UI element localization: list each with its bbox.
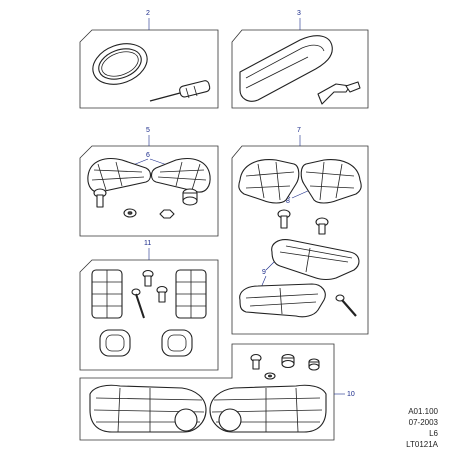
ref-code: A01.100	[408, 407, 438, 416]
ring-guard-right	[161, 329, 193, 357]
screw-7a	[277, 209, 291, 229]
screw-5	[93, 188, 107, 208]
headlamp-guard-left	[89, 384, 207, 433]
grommet-5	[182, 188, 198, 206]
panel-3: 3	[231, 10, 369, 109]
panel-2: 2	[79, 10, 219, 109]
callout-10: 10	[347, 391, 355, 398]
callout-7: 7	[297, 127, 301, 134]
seal-ring	[92, 43, 148, 85]
callout-3: 3	[297, 10, 301, 17]
panel-7-frame	[231, 145, 369, 335]
grille-frame-left	[238, 159, 300, 204]
long-bolt-11	[131, 288, 145, 319]
panel-10-frame	[79, 343, 335, 441]
callout-5: 5	[146, 127, 150, 134]
callout-2: 2	[146, 10, 150, 17]
ref-illustration-id: LT0121A	[406, 440, 438, 449]
panel-11: 11	[79, 240, 219, 371]
bolt-11b	[156, 285, 168, 303]
bezel-upper	[271, 239, 360, 281]
callout-11: 11	[144, 240, 151, 247]
screw-7b	[315, 217, 329, 235]
nut-5	[159, 209, 175, 219]
panel-2-frame	[79, 29, 219, 109]
bolt-7	[335, 294, 357, 317]
callout-9: 9	[262, 269, 266, 276]
panel-5: 5 6	[79, 127, 219, 237]
panel-10: 10	[79, 343, 355, 441]
screwdriver	[149, 80, 211, 102]
screw-10	[250, 353, 262, 370]
lamp-guard-left	[91, 269, 123, 319]
reference-block: A01.100 07-2003 L6 LT0121A	[406, 406, 438, 450]
grille-right	[150, 158, 211, 193]
ref-date: 07-2003	[408, 418, 438, 427]
light-cover	[239, 35, 333, 102]
bolt-11a	[142, 269, 154, 287]
panel-3-frame	[231, 29, 369, 109]
grommet-10b	[308, 358, 320, 371]
lamp-guard-right	[175, 269, 207, 319]
callout-6: 6	[146, 152, 150, 159]
panel-11-frame	[79, 259, 219, 371]
grille-frame-right	[300, 159, 362, 204]
ref-model: L6	[429, 429, 438, 438]
ring-guard-left	[99, 329, 131, 357]
grommet-10a	[281, 353, 295, 369]
panel-7: 7 8 9	[231, 127, 369, 335]
bezel-lower	[239, 283, 326, 318]
washer-5	[123, 208, 137, 218]
bracket-clip	[317, 81, 361, 105]
washer-10	[264, 372, 276, 380]
headlamp-guard-right	[209, 384, 327, 433]
panel-5-frame	[79, 145, 219, 237]
callout-8: 8	[286, 198, 290, 205]
grille-left	[87, 158, 152, 193]
